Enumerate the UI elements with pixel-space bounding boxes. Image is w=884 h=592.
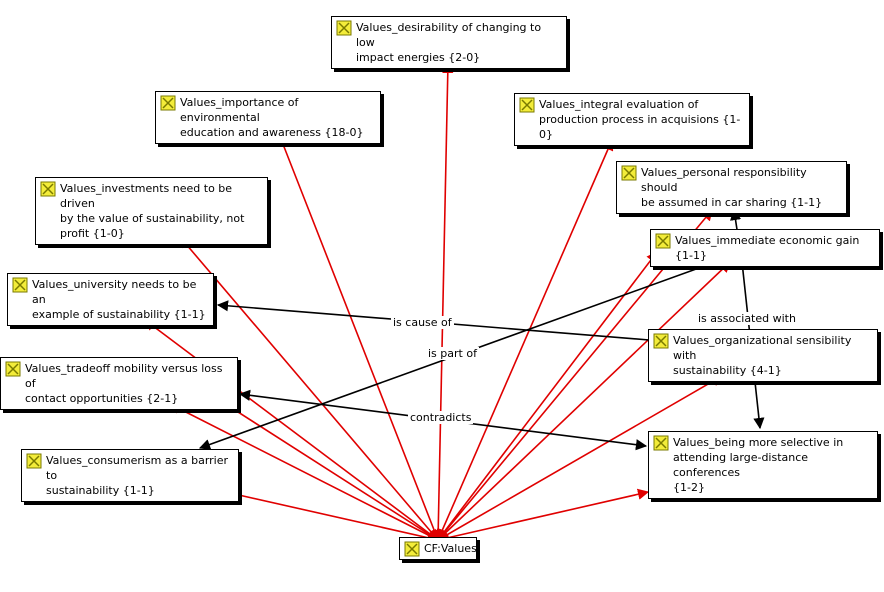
relation-label-is-cause-of: is cause of xyxy=(391,316,454,329)
node-label: Values_university needs to be an example… xyxy=(32,278,206,321)
code-family-icon xyxy=(653,333,669,349)
link-importance xyxy=(277,132,440,542)
node-label: Values_tradeoff mobility versus loss of … xyxy=(25,362,223,405)
code-family-icon xyxy=(40,181,56,197)
node-cf-values[interactable]: CF:Values xyxy=(399,537,477,560)
node-label: Values_importance of environmental educa… xyxy=(180,96,364,139)
code-family-icon xyxy=(519,97,535,113)
node-tradeoff[interactable]: Values_tradeoff mobility versus loss of … xyxy=(0,357,238,410)
node-importance[interactable]: Values_importance of environmental educa… xyxy=(155,91,381,144)
node-university[interactable]: Values_university needs to be an example… xyxy=(7,273,214,326)
relation-label-contradicts: contradicts xyxy=(408,411,474,424)
node-selective[interactable]: Values_being more selective in attending… xyxy=(648,431,878,499)
node-integral[interactable]: Values_integral evaluation of production… xyxy=(514,93,750,146)
link-integral xyxy=(436,138,614,542)
code-family-icon xyxy=(621,165,637,181)
node-consumerism[interactable]: Values_consumerism as a barrier to susta… xyxy=(21,449,239,502)
relation-label-is-part-of: is part of xyxy=(426,347,479,360)
code-family-icon xyxy=(160,95,176,111)
node-label: Values_organizational sensibility with s… xyxy=(673,334,852,377)
node-label: Values_immediate economic gain {1-1} xyxy=(675,234,860,262)
center-label: CF:Values xyxy=(424,542,477,555)
link-desirability xyxy=(432,61,454,542)
node-label: Values_investments need to be driven by … xyxy=(60,182,245,240)
node-label: Values_personal responsibility should be… xyxy=(641,166,823,209)
code-family-icon xyxy=(655,233,671,249)
code-family-icon xyxy=(653,435,669,451)
relation-label-is-associated-with: is associated with xyxy=(696,312,798,325)
code-family-icon xyxy=(404,541,420,557)
node-label: Values_integral evaluation of production… xyxy=(539,98,741,141)
code-family-icon xyxy=(336,20,352,36)
node-organizational[interactable]: Values_organizational sensibility with s… xyxy=(648,329,878,382)
link-consumerism xyxy=(228,489,440,544)
node-immediate[interactable]: Values_immediate economic gain {1-1} xyxy=(650,229,880,267)
node-label: Values_being more selective in attending… xyxy=(673,436,844,494)
node-desirability[interactable]: Values_desirability of changing to low i… xyxy=(331,16,567,69)
code-family-icon xyxy=(12,277,28,293)
node-investments[interactable]: Values_investments need to be driven by … xyxy=(35,177,268,245)
node-label: Values_desirability of changing to low i… xyxy=(356,21,542,64)
node-personal[interactable]: Values_personal responsibility should be… xyxy=(616,161,847,214)
node-label: Values_consumerism as a barrier to susta… xyxy=(46,454,229,497)
code-family-icon xyxy=(26,453,42,469)
link-organizational-lower xyxy=(437,375,723,541)
code-family-icon xyxy=(5,361,21,377)
